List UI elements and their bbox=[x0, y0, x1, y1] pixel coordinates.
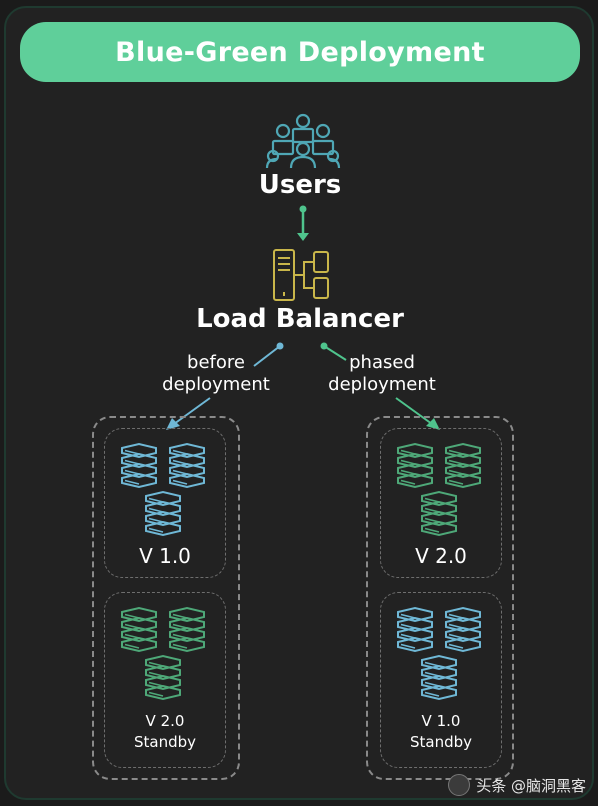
left-active-server-icon-2 bbox=[169, 442, 205, 489]
before-label-line1: before bbox=[187, 352, 245, 373]
before-deployment-label: before deployment bbox=[152, 352, 280, 396]
left-standby-server-icon-3 bbox=[145, 654, 181, 701]
right-active-server-icon-3 bbox=[421, 490, 457, 537]
left-standby-box bbox=[104, 592, 226, 768]
load-balancer-icon bbox=[273, 249, 329, 301]
right-active-box bbox=[380, 428, 502, 578]
right-standby-box bbox=[380, 592, 502, 768]
left-standby-server-icon-1 bbox=[121, 606, 157, 653]
phased-label-line1: phased bbox=[349, 352, 415, 373]
right-standby-server-icon-1 bbox=[397, 606, 433, 653]
left-active-box bbox=[104, 428, 226, 578]
watermark-avatar-icon bbox=[448, 774, 471, 796]
right-environment-group bbox=[366, 416, 514, 780]
before-label-line2: deployment bbox=[162, 374, 270, 395]
left-standby-server-icon-2 bbox=[169, 606, 205, 653]
users-group-icon bbox=[265, 113, 341, 169]
right-standby-server-icon-2 bbox=[445, 606, 481, 653]
load-balancer-label: Load Balancer bbox=[196, 304, 404, 334]
phased-label-line2: deployment bbox=[328, 374, 436, 395]
diagram-title: Blue-Green Deployment bbox=[115, 36, 485, 68]
right-standby-status: Standby bbox=[409, 733, 473, 751]
right-active-server-icon-2 bbox=[445, 442, 481, 489]
left-active-server-icon-1 bbox=[121, 442, 157, 489]
right-standby-version: V 1.0 bbox=[421, 712, 461, 730]
before-deployment-arrow bbox=[166, 342, 284, 430]
left-active-server-icon-3 bbox=[145, 490, 181, 537]
left-standby-version: V 2.0 bbox=[145, 712, 185, 730]
phased-deployment-arrow bbox=[320, 342, 440, 430]
users-label: Users bbox=[258, 170, 342, 200]
left-active-version: V 1.0 bbox=[139, 544, 191, 568]
watermark-text: 头条 @脑洞黑客 bbox=[476, 776, 586, 795]
right-active-version: V 2.0 bbox=[415, 544, 467, 568]
phased-deployment-label: phased deployment bbox=[318, 352, 446, 396]
title-banner: Blue-Green Deployment bbox=[20, 22, 580, 82]
watermark: 头条 @脑洞黑客 bbox=[448, 774, 586, 796]
diagram-frame bbox=[4, 6, 594, 800]
left-standby-status: Standby bbox=[133, 733, 197, 751]
right-active-server-icon-1 bbox=[397, 442, 433, 489]
right-standby-server-icon-3 bbox=[421, 654, 457, 701]
left-environment-group bbox=[92, 416, 240, 780]
users-to-lb-arrow bbox=[297, 205, 309, 241]
